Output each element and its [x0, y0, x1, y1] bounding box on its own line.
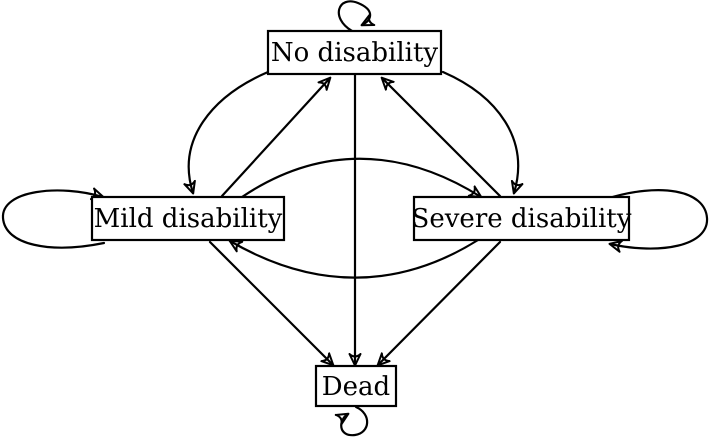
state-label-mild-disability: Mild disability: [94, 204, 283, 234]
edge-dead-self-loop: [334, 405, 369, 437]
edge-mild-disability-self-loop: [1, 187, 106, 249]
state-label-no-disability: No disability: [271, 38, 439, 68]
edge-severe-disability-self-loop: [604, 189, 709, 253]
edge-mild-disability-to-dead: [208, 240, 335, 367]
edge-mild-disability-to-no-disability: [220, 76, 332, 198]
edge-mild-disability-to-severe-disability: [240, 157, 483, 199]
edge-no-disability-to-severe-disability: [441, 70, 524, 195]
edge-no-disability-self-loop: [337, 0, 376, 33]
state-node-severe-disability: Severe disability: [412, 195, 632, 242]
state-label-dead: Dead: [322, 372, 390, 402]
state-label-severe-disability: Severe disability: [412, 204, 632, 234]
state-node-dead: Dead: [314, 364, 398, 408]
state-node-no-disability: No disability: [266, 29, 443, 76]
edge-no-disability-to-mild-disability: [183, 70, 270, 195]
edge-severe-disability-to-no-disability: [380, 76, 502, 198]
edge-severe-disability-to-dead: [376, 240, 502, 367]
state-node-mild-disability: Mild disability: [90, 195, 286, 242]
edge-severe-disability-to-mild-disability: [228, 238, 480, 279]
